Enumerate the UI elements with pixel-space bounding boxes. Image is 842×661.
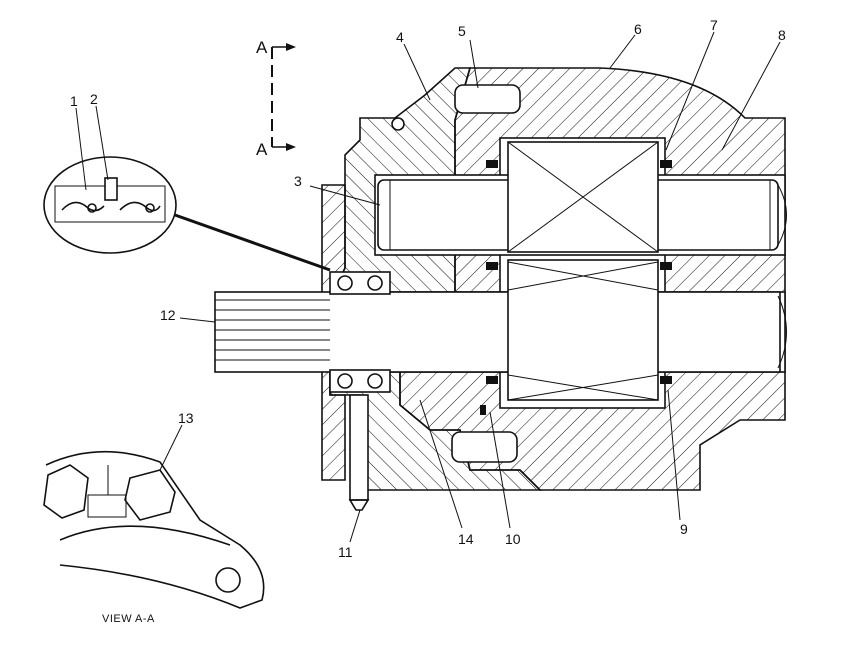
callout-7: 7	[710, 17, 718, 33]
view-caption: VIEW A-A	[102, 613, 155, 625]
section-label-bottom: A	[256, 140, 268, 159]
through-bolt	[349, 394, 369, 501]
view-a-a-detail	[43, 450, 265, 609]
callout-13: 13	[178, 410, 194, 426]
lower-gear	[507, 259, 659, 401]
callout-2: 2	[90, 91, 98, 107]
section-line-a-a	[271, 43, 296, 151]
callout-9: 9	[680, 521, 688, 537]
drive-shaft	[214, 291, 781, 373]
dowel-pin-upper	[454, 84, 521, 114]
callout-8: 8	[778, 27, 786, 43]
dowel-pin-lower	[451, 431, 518, 463]
callout-6: 6	[634, 21, 642, 37]
seal-detail-inset	[43, 156, 331, 272]
callout-4: 4	[396, 29, 404, 45]
callout-5: 5	[458, 23, 466, 39]
shaft-spline	[215, 299, 330, 361]
cover-oring	[391, 117, 405, 131]
callout-10: 10	[505, 531, 521, 547]
callout-11: 11	[338, 544, 353, 560]
callout-14: 14	[458, 531, 474, 547]
callout-12: 12	[160, 307, 176, 323]
upper-gear	[507, 141, 659, 253]
callout-1: 1	[70, 93, 78, 109]
shaft-bearings	[329, 271, 391, 393]
section-label-top: A	[256, 38, 268, 57]
mounting-flange	[321, 184, 346, 481]
seals	[480, 160, 672, 415]
leader-lines	[75, 31, 781, 543]
callout-3: 3	[294, 173, 302, 189]
